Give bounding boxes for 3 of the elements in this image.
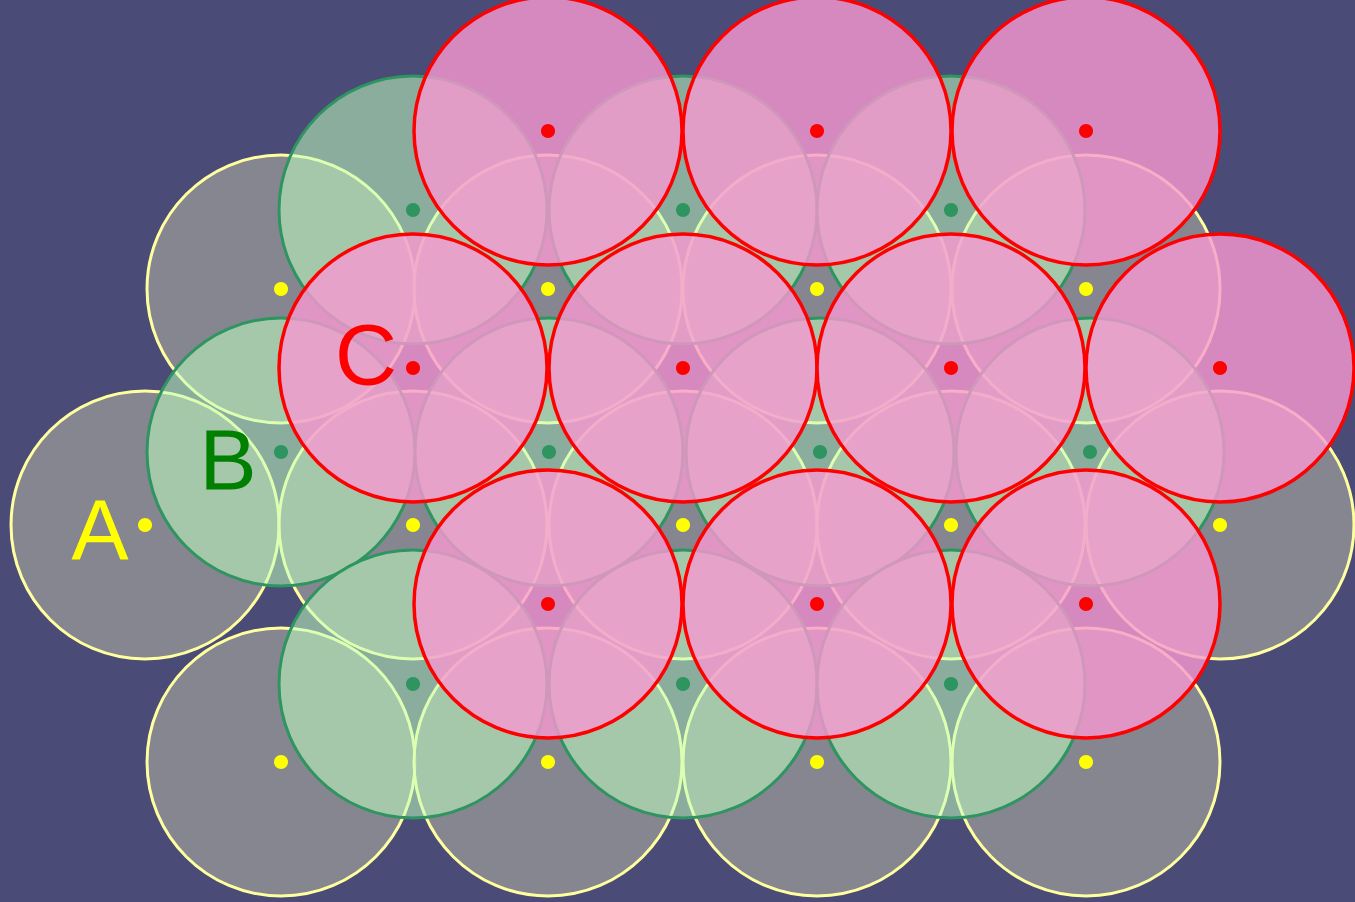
layer-label: B [206, 430, 253, 490]
layer-label: C [339, 324, 394, 386]
layer-label: A [71, 500, 129, 560]
